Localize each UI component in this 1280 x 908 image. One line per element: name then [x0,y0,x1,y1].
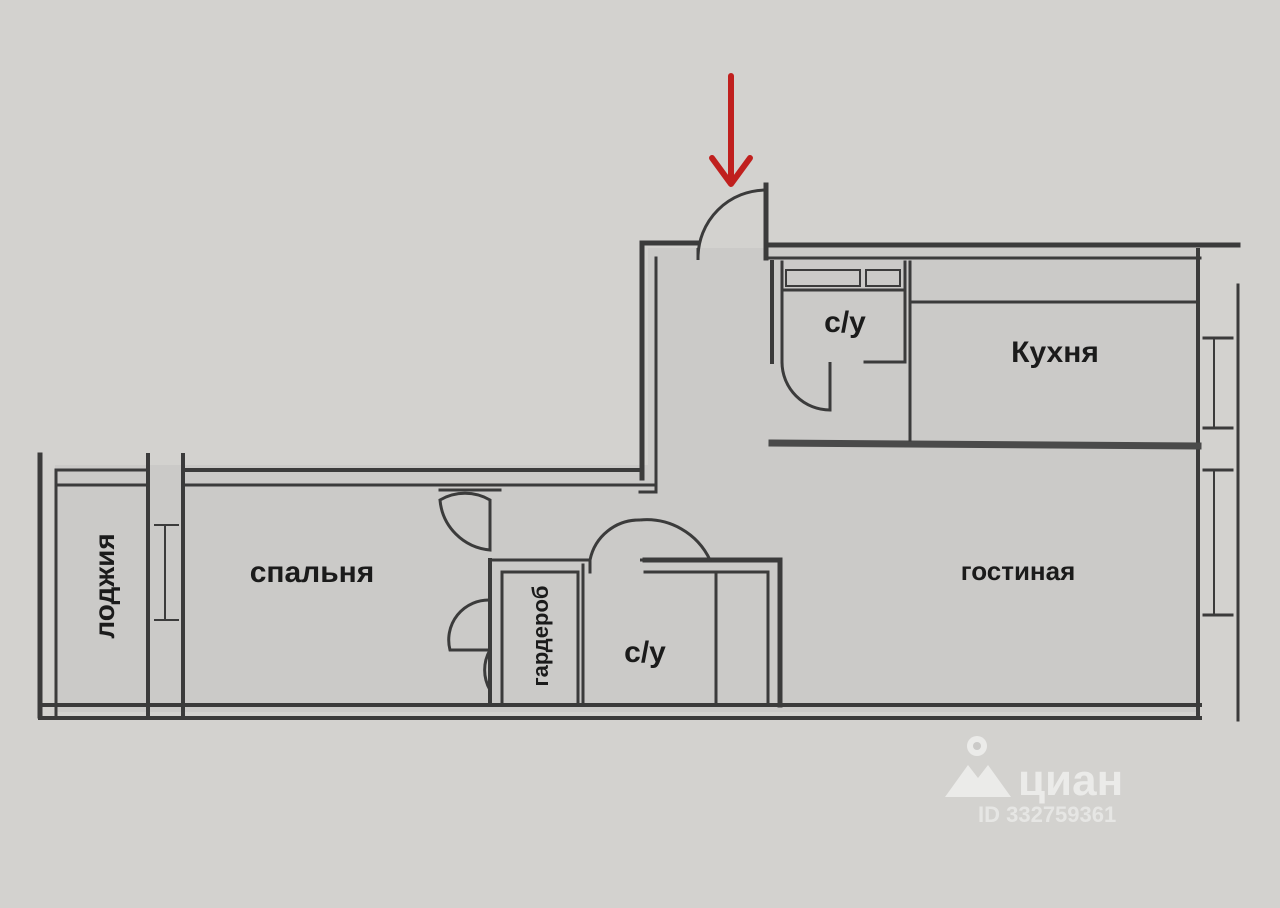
room-label-bedroom: спальня [250,556,375,589]
walls [37,182,1241,722]
room-label-loggia: лоджия [89,533,120,638]
watermark-brand: циан [1018,756,1123,805]
watermark: циан ID 332759361 [945,736,1123,827]
entrance-arrow-icon [709,73,753,187]
floor-area [55,248,1200,712]
room-label-wc-top: с/у [824,306,866,339]
door-swings [438,188,832,691]
room-label-living: гостиная [961,556,1076,586]
room-label-wc-bottom: с/у [624,636,666,669]
room-label-wardrobe: гардероб [528,586,553,687]
room-label-kitchen: Кухня [1011,336,1099,369]
location-pin-icon [945,736,1011,797]
watermark-id: ID 332759361 [978,802,1116,827]
